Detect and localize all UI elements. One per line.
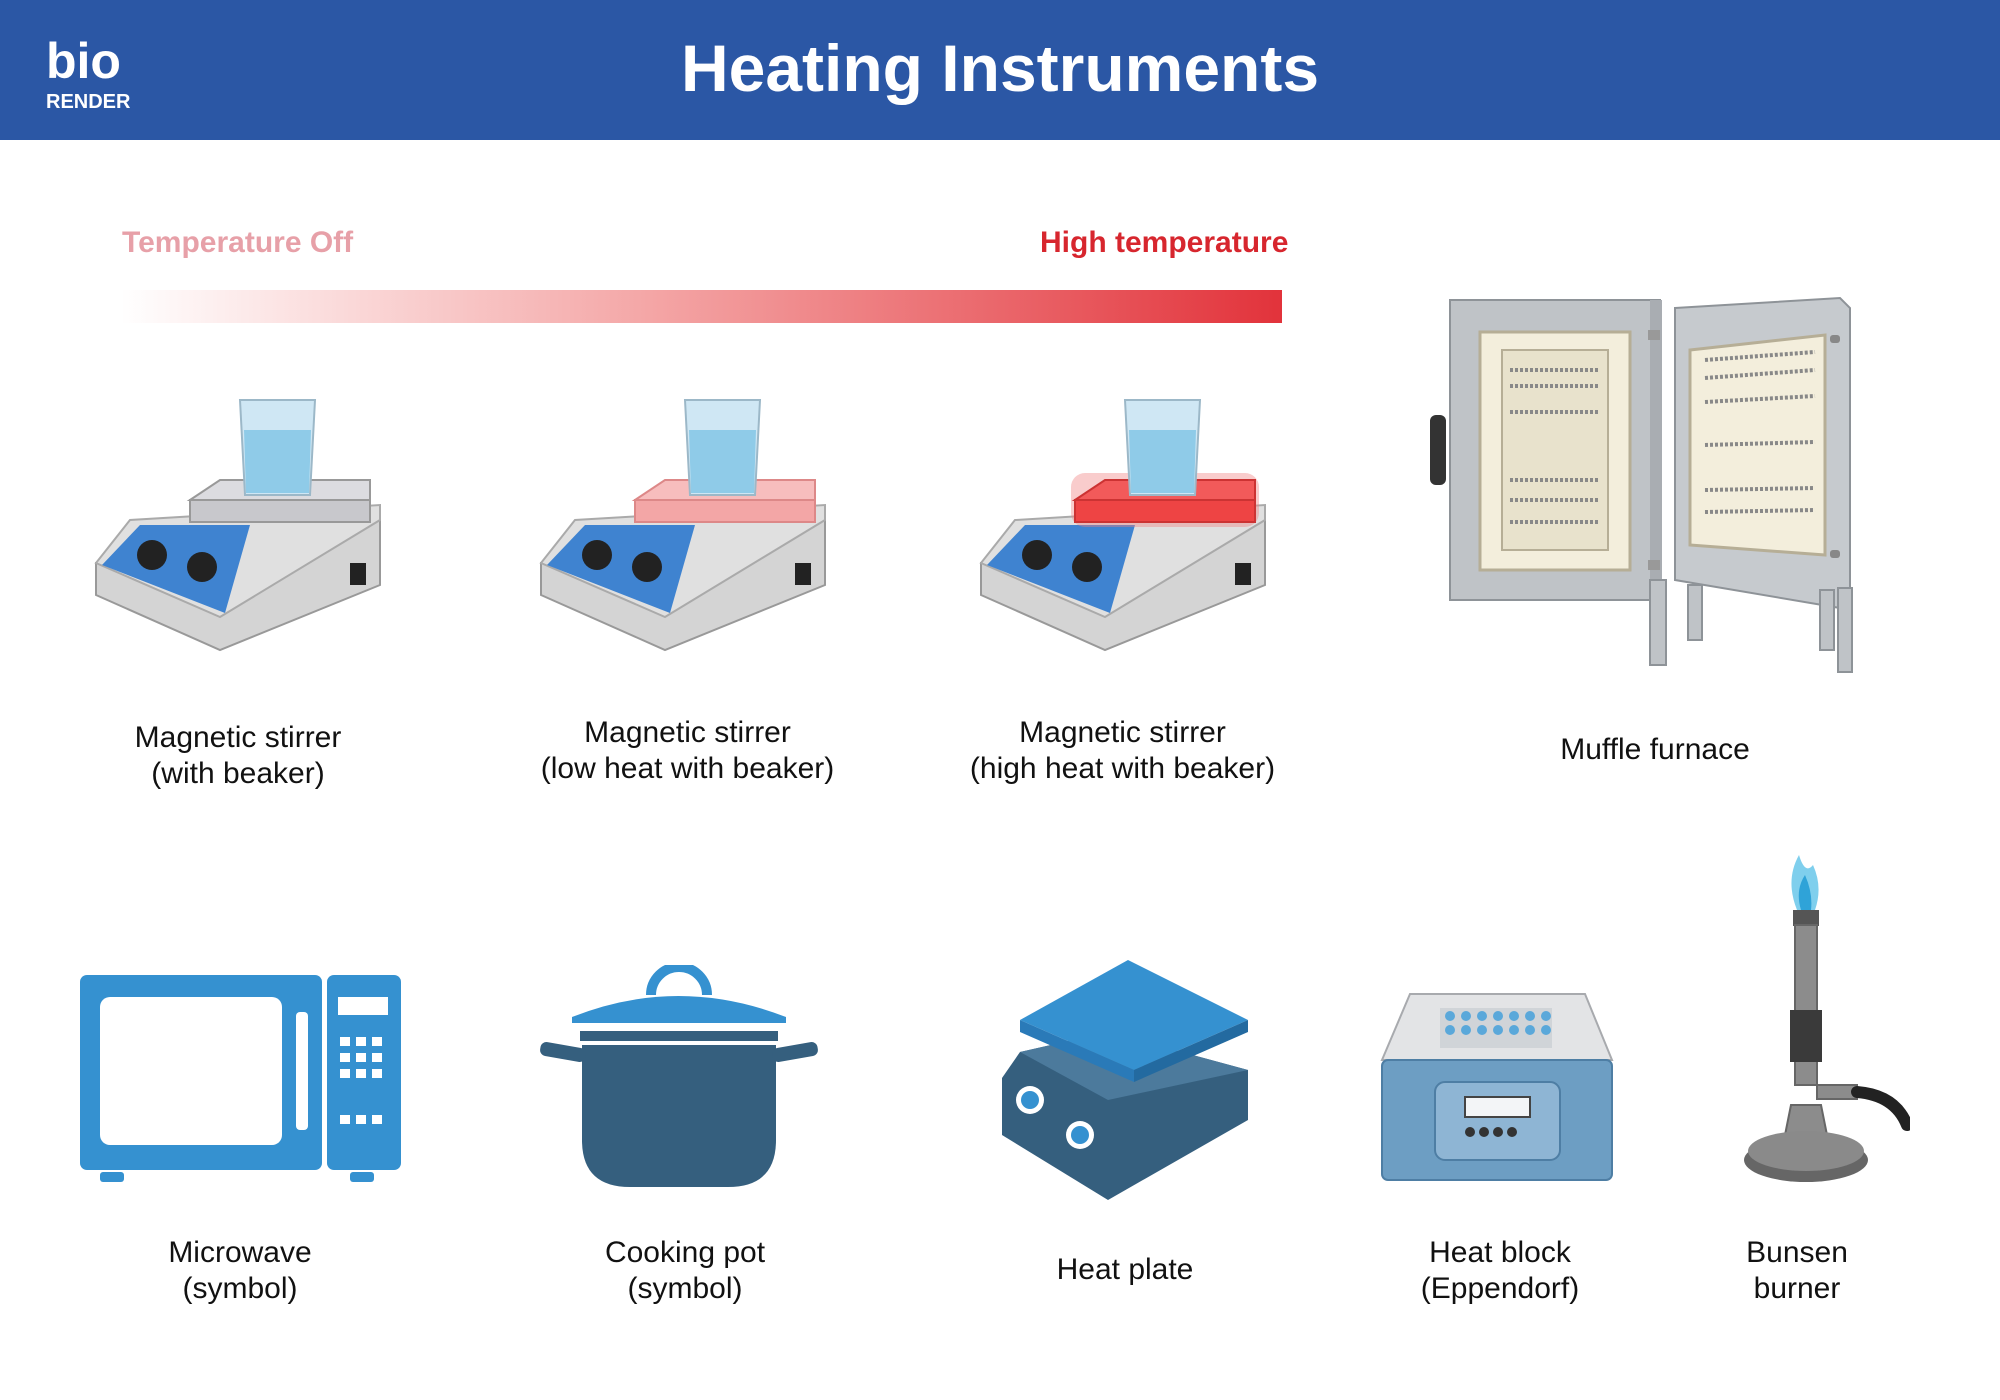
caption-line1: Bunsen [1746, 1236, 1848, 1269]
caption-line1: Magnetic stirrer [584, 716, 791, 749]
caption-magnetic-stirrer-high-heat: Magnetic stirrer (high heat with beaker) [955, 715, 1290, 787]
caption-line1: Magnetic stirrer [1019, 716, 1226, 749]
biorender-logo: bio RENDER [46, 34, 131, 113]
caption-microwave: Microwave (symbol) [90, 1235, 390, 1307]
caption-magnetic-stirrer-low-heat: Magnetic stirrer (low heat with beaker) [520, 715, 855, 787]
caption-line1: Muffle furnace [1560, 733, 1750, 766]
heat-block-icon [1380, 993, 1614, 1181]
caption-line2: (symbol) [627, 1272, 743, 1305]
logo-bottom-text: RENDER [46, 91, 131, 113]
caption-muffle-furnace: Muffle furnace [1505, 732, 1805, 768]
temperature-off-label: Temperature Off [122, 226, 354, 259]
magnetic-stirrer-icon [94, 399, 381, 652]
heat-plate-icon [1002, 960, 1248, 1200]
bunsen-burner-icon [1744, 855, 1910, 1182]
caption-line2: (with beaker) [151, 757, 325, 790]
microwave-icon [80, 975, 401, 1182]
magnetic-stirrer-low-heat-icon [539, 399, 826, 652]
caption-line2: (symbol) [182, 1272, 298, 1305]
caption-line1: Magnetic stirrer [134, 721, 342, 754]
caption-line2: (low heat with beaker) [540, 752, 835, 785]
caption-line2: (high heat with beaker) [969, 752, 1276, 785]
caption-line1: Heat block [1429, 1236, 1571, 1269]
cooking-pot-icon [540, 965, 818, 1187]
caption-heat-plate: Heat plate [975, 1252, 1275, 1288]
high-temperature-label: High temperature [1040, 226, 1289, 259]
caption-line1: Cooking pot [604, 1236, 766, 1269]
header-bar: bio RENDER Heating Instruments [0, 0, 2000, 140]
page-title: Heating Instruments [680, 31, 1320, 105]
caption-heat-block: Heat block (Eppendorf) [1350, 1235, 1650, 1307]
caption-line1: Heat plate [1056, 1253, 1194, 1286]
caption-line1: Microwave [168, 1236, 312, 1269]
caption-bunsen-burner: Bunsen burner [1672, 1235, 1922, 1307]
magnetic-stirrer-high-heat-icon [979, 399, 1266, 652]
caption-line2: (Eppendorf) [1420, 1272, 1580, 1305]
caption-line2: burner [1753, 1272, 1841, 1305]
caption-cooking-pot: Cooking pot (symbol) [535, 1235, 835, 1307]
temperature-gradient-bar [120, 290, 1282, 323]
logo-top-text: bio [46, 34, 121, 89]
caption-magnetic-stirrer: Magnetic stirrer (with beaker) [88, 720, 388, 792]
muffle-furnace-icon [1430, 296, 1853, 673]
